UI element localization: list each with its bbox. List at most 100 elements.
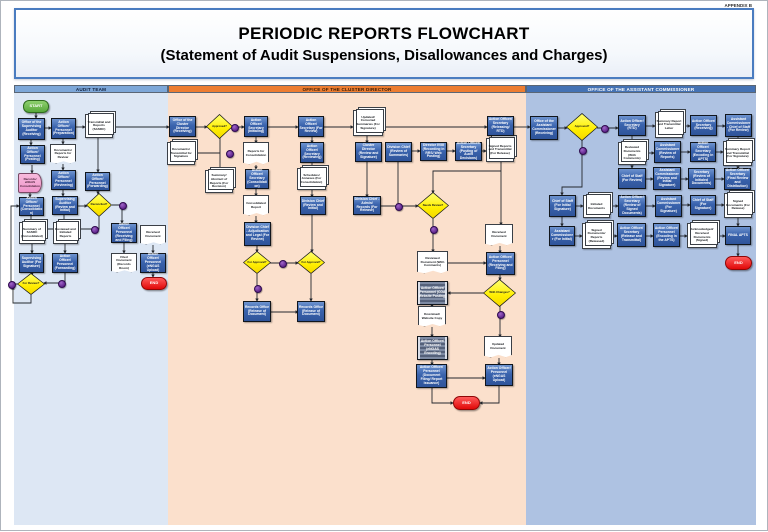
cd-initialing: Action Officer/ Secretary (Initialing) [244, 116, 268, 137]
ac-release-transmittal: Action Officer/ Secretary (Release and T… [617, 223, 646, 247]
lane-audit-team: AUDIT TEAM [14, 85, 168, 525]
node-label: Summary of SASDC (Consolidated) [21, 226, 43, 238]
audit-reviewing: Action Officer/ Personnel (Reviewing) [51, 170, 76, 190]
node-label: Documents/ Reports for Review [54, 147, 72, 159]
connector-dot-7 [254, 285, 262, 293]
node-label: Action Officer/ Secretary (RTD) [620, 118, 644, 131]
cd-receiving-filing: Action Officer/ Personnel (Receiving and… [486, 252, 515, 275]
ac-encoding-apts: Action Officer/ Secretary (Encoding in A… [690, 141, 716, 162]
doc-website-copy: Download/ Website Copy [418, 306, 446, 327]
node-label: Reviewed Documents (With Comments) [623, 145, 641, 161]
node-label: Chief of Staff (For Signature) [692, 198, 714, 210]
connector-dot-10 [497, 311, 505, 319]
connector-dot-4 [231, 124, 239, 132]
records-engas: Records/ eNGAS Consolidation [18, 173, 42, 193]
node-label: END [149, 280, 159, 286]
lane-cluster-director: OFFICE OF THE CLUSTER DIRECTOR [168, 85, 526, 525]
dia-approved-cd-decision: Approved? [206, 114, 233, 139]
node-label: Signed Reports and Transmittal (For Rele… [488, 143, 512, 155]
connector-dot-12 [579, 147, 587, 155]
doc-transmittal-signature: Documents/ Transmittal for Signature [167, 142, 195, 165]
node-label: Assistant Commissioner (Review of Report… [655, 143, 680, 159]
dc-review-summaries: Division Chief (Review of Summaries) [385, 142, 412, 162]
cd-releasing: Action Officer/ Secretary (Releasing/ RT… [487, 116, 514, 136]
dc-admin-release: Division Chief - Admin/ Records (For Rel… [353, 196, 381, 215]
node-label: Summary/ Abstract of Reports (For Revisi… [209, 173, 229, 189]
connector-dot-6 [279, 260, 287, 268]
node-label: Office of the Supervising Auditor (Recei… [21, 120, 42, 136]
audit-engas-upload: Action Officer/ Personnel (eNGAS Upload) [140, 252, 166, 273]
node-label: Action Officer/ Personnel (Preparation) [52, 119, 75, 136]
node-label: Director IV/III (Recording in RRS/ Web P… [422, 142, 445, 159]
ac-final-review: Action Officer/ Secretary (Final Review … [724, 168, 751, 190]
dc-review-initial: Division Chief (Review and Initial) [300, 196, 326, 215]
node-label: Action Officer/ Secretary (Encoding in A… [692, 141, 714, 161]
node-label: Secretary (Review of Initialed Documents… [691, 169, 712, 186]
audit-consolidation: Action Officer/ Personnel (Consolidation… [19, 196, 44, 216]
node-label: Admin Officer/ Personnel (Receiving and … [115, 222, 133, 242]
node-label: Summary Report and Transmittal (For Sign… [725, 147, 750, 159]
node-label: Chief of Staff (For Review) [621, 173, 643, 182]
doc-schedules-annexes: Schedules/ Annexes (For Consolidation) [297, 168, 326, 190]
node-label: Action Officer/ Personnel (Encoding in t… [654, 226, 679, 242]
node-label: Action Officer/ Secretary (Posting of Au… [456, 140, 481, 161]
page-title: PERIODIC REPORTS FLOWCHART [238, 23, 530, 43]
node-label: Filed Document (Records Room) [116, 254, 132, 270]
connector-dot-2 [91, 226, 99, 234]
node-label: Action Officer/ Personnel (Receiving and… [488, 254, 513, 271]
node-label: Office of the Assistant Commissioner (Re… [532, 119, 556, 135]
cos-for-review: Chief of Staff (For Review) [618, 168, 646, 189]
doc-for-review: Documents/ Reports for Review [50, 144, 76, 164]
node-label: Assistant Commissioner - Chief of Staff … [726, 116, 751, 133]
doc-consolidated-report: Consolidated Report [243, 195, 269, 216]
cd-consolidation: Action Officer/ Secretary (Consolidation… [245, 168, 269, 189]
node-label: Action Officer/ Personnel (Forwarding) [87, 172, 108, 189]
sa-review-initial: Supervising Auditor (Review and Initial) [52, 196, 78, 215]
doc-updated-summaries: Updated/ Corrected Summaries (For Signat… [353, 110, 383, 136]
node-label: Action Officer/ Secretary (For Review) [299, 117, 323, 134]
node-label: Documents/ Transmittal for Signature [170, 147, 192, 159]
node-label: With Changes? [489, 290, 510, 295]
node-label: Received Document [145, 230, 161, 238]
node-label: Needs Review? [422, 202, 444, 207]
node-label: Action Officer/ Secretary (Review of Sig… [620, 195, 644, 215]
doc-initialed: Initialed Documents [583, 195, 610, 218]
doc-received-cd: Received Document [485, 224, 513, 246]
node-label: Action Officer/ Personnel (COA Website P… [418, 286, 447, 298]
audit-receiving: Office of the Supervising Auditor (Recei… [18, 118, 45, 140]
node-label: Acknowledged/ Received Documents (Signed… [690, 227, 714, 243]
cd-for-review: Action Officer/ Secretary (For Review) [298, 116, 324, 137]
dia-needs-review-decision: Needs Review? [417, 192, 449, 219]
node-label: Reviewed Document (With Comments) [420, 256, 445, 268]
connector-dot-3 [119, 202, 127, 210]
node-label: Initialed Documents [588, 201, 605, 210]
doc-filed: Filed Document (Records Room) [111, 253, 137, 273]
lane-header-cluster-director: OFFICE OF THE CLUSTER DIRECTOR [168, 85, 526, 93]
end-audit-team: END [141, 277, 167, 290]
node-label: Updated/ Corrected Summaries (For Signat… [356, 114, 380, 130]
node-label: Cluster Director (Review and Signature) [358, 143, 379, 159]
node-label: Approved? [574, 124, 590, 129]
connector-dot-11 [601, 125, 609, 133]
dia-with-changes-decision: With Changes? [483, 279, 516, 307]
node-label: Schedules/ Annexes (For Consolidation) [300, 172, 323, 184]
ac-sec-receiving: Action Officer/ Secretary (Receiving) [690, 115, 717, 136]
node-label: Records/ eNGAS Consolidation [20, 176, 40, 188]
node-label: START [29, 103, 43, 109]
connector-dot-8 [395, 203, 403, 211]
ac-personnel-apts: Action Officer/ Personnel (Encoding in t… [653, 223, 680, 247]
node-label: Transmittal and Reports (SASDC) [87, 119, 111, 131]
end-ac: END [725, 256, 752, 270]
node-label: Action Officer/ Secretary (Final Review … [725, 168, 750, 188]
node-label: Action Officer/ Secretary (Release and T… [619, 226, 644, 242]
node-label: Action Officer/ Personnel (Document Fili… [419, 365, 444, 385]
final-apts: FINAL APTS [725, 226, 751, 245]
doc-signed-released: Signed Documents/ Reports (Released) [582, 223, 611, 249]
node-label: Division Chief - Adjudication and Legal … [245, 225, 270, 241]
cos-initial-signature: Chief of Staff (For Initial Signature) [549, 195, 576, 217]
node-label: Division Chief - Admin/ Records (For Rel… [354, 196, 380, 213]
dia-for-approval-2-decision: For Approval? [297, 251, 325, 274]
dia-reconciled-decision: Reconciled? [86, 193, 112, 217]
node-label: END [462, 399, 471, 405]
